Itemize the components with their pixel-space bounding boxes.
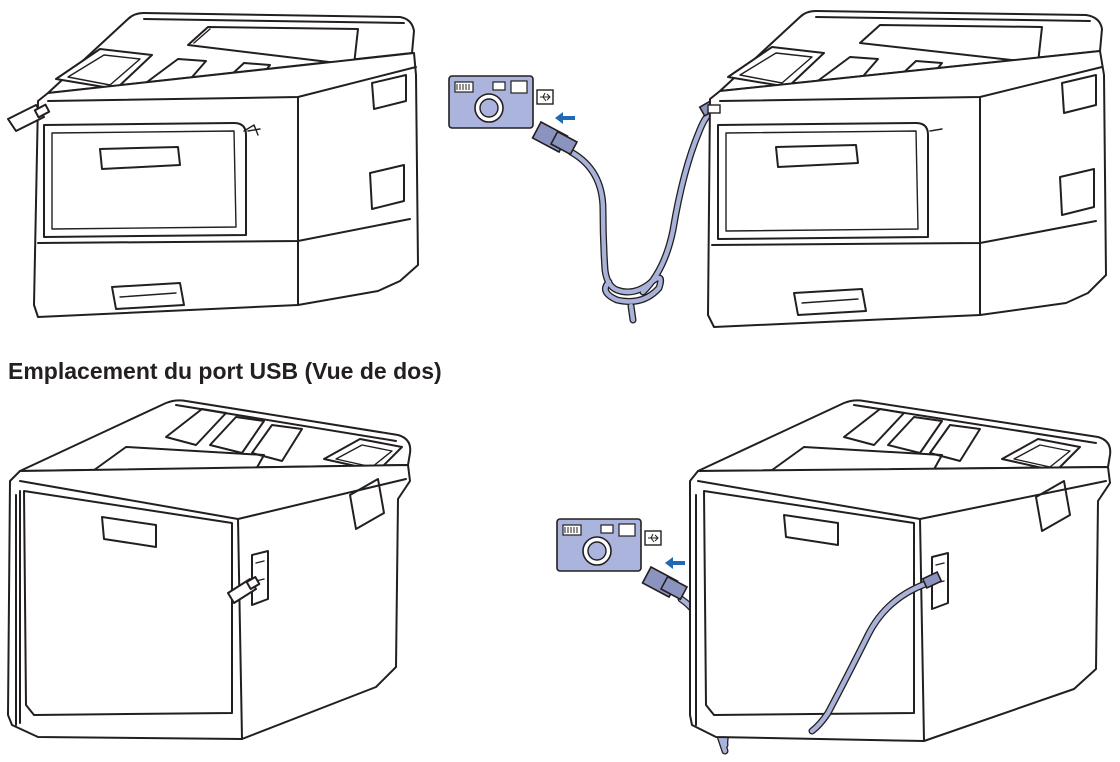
arrow-left-icon: [665, 557, 685, 569]
usb-port-icon: [707, 104, 721, 114]
usb-flash-drive-icon: [7, 103, 51, 132]
printer-back-flash-drive-figure: [6, 395, 418, 757]
printer-back-body: [689, 399, 1112, 742]
printer-front-body: [707, 10, 1107, 328]
printer-back-body: [7, 399, 412, 740]
camera-with-cable-top: [443, 70, 723, 330]
arrow-left-icon: [555, 112, 575, 124]
usb-symbol-icon: [644, 530, 662, 546]
usb-symbol-icon: [536, 89, 554, 105]
usb-flash-drive-icon: [227, 576, 261, 604]
digital-camera-icon: [448, 75, 534, 129]
printer-front-flash-drive-figure: [7, 5, 438, 340]
printer-back-cable-figure: [688, 395, 1118, 757]
printer-front-cable-figure: [690, 5, 1118, 355]
figure-caption: Emplacement du port USB (Vue de dos): [8, 358, 442, 384]
digital-camera-icon: [556, 518, 642, 572]
usb-cable-icon: [808, 571, 943, 735]
printer-front-body: [33, 12, 419, 318]
